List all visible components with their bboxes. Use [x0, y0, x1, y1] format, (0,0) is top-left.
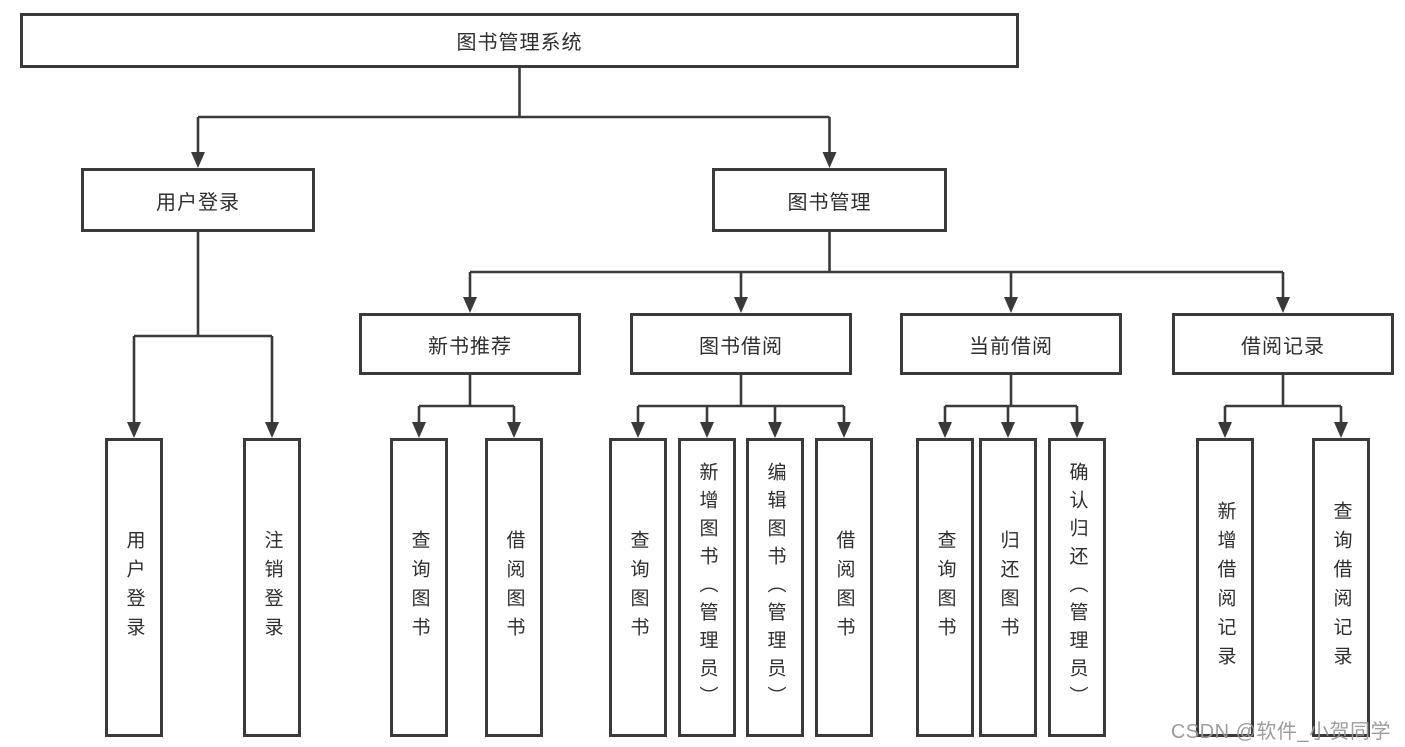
leaf-bb-edit-books-admin-label: 编辑图书（管理员）: [764, 461, 786, 714]
leaf-logout: 注销登录: [243, 438, 301, 737]
arrowhead: [1218, 422, 1232, 438]
arrowhead: [1004, 297, 1018, 313]
leaf-cb-return-books-label: 归还图书: [997, 529, 1019, 646]
arrowhead: [127, 422, 141, 438]
arrowhead: [507, 422, 521, 438]
leaf-cb-query-books-label: 查询图书: [934, 529, 956, 646]
leaf-logout-label: 注销登录: [261, 529, 283, 646]
leaf-bb-add-books-admin-label: 新增图书（管理员）: [696, 461, 718, 714]
arrowhead: [1276, 297, 1290, 313]
leaf-nbr-query-books-label: 查询图书: [408, 529, 430, 646]
leaf-bb-query-books-label: 查询图书: [627, 529, 649, 646]
arrowhead: [463, 297, 477, 313]
node-root: 图书管理系统: [20, 13, 1019, 68]
node-book-management: 图书管理: [712, 168, 947, 232]
arrowhead: [1001, 422, 1015, 438]
arrowhead: [1334, 422, 1348, 438]
node-new-book-recommend: 新书推荐: [359, 313, 581, 375]
arrowhead: [265, 422, 279, 438]
leaf-cb-confirm-return-admin-label: 确认归还（管理员）: [1066, 461, 1088, 714]
leaf-nbr-borrow-books-label: 借阅图书: [503, 529, 525, 646]
node-user-login: 用户登录: [81, 168, 315, 232]
leaf-user-login-label: 用户登录: [123, 529, 145, 646]
arrowhead: [822, 152, 837, 168]
leaf-br-add-record-label: 新增借阅记录: [1214, 500, 1236, 675]
leaf-cb-confirm-return-admin: 确认归还（管理员）: [1048, 438, 1106, 737]
arrowhead: [412, 422, 426, 438]
leaf-bb-add-books-admin: 新增图书（管理员）: [678, 438, 736, 737]
arrowhead: [700, 422, 714, 438]
arrowhead: [768, 422, 782, 438]
leaf-cb-query-books: 查询图书: [916, 438, 974, 737]
leaf-br-query-record: 查询借阅记录: [1312, 438, 1370, 737]
node-user-login-label: 用户登录: [156, 191, 240, 214]
leaf-nbr-query-books: 查询图书: [390, 438, 448, 737]
node-root-label: 图书管理系统: [456, 32, 583, 54]
leaf-user-login: 用户登录: [105, 438, 163, 737]
leaf-bb-borrow-books-label: 借阅图书: [833, 529, 855, 646]
arrowhead: [734, 297, 748, 313]
leaf-bb-query-books: 查询图书: [609, 438, 667, 737]
leaf-cb-return-books: 归还图书: [979, 438, 1037, 737]
arrowhead: [938, 422, 952, 438]
node-book-borrowing: 图书借阅: [630, 313, 852, 375]
node-current-borrowing: 当前借阅: [900, 313, 1122, 375]
arrowhead: [1070, 422, 1084, 438]
arrowhead: [837, 422, 851, 438]
leaf-bb-borrow-books: 借阅图书: [815, 438, 873, 737]
node-book-management-label: 图书管理: [787, 191, 872, 214]
leaf-nbr-borrow-books: 借阅图书: [485, 438, 543, 737]
arrowhead: [631, 422, 645, 438]
node-borrowing-records-label: 借阅记录: [1241, 335, 1325, 358]
watermark: CSDN @软件_小贺同学: [1170, 721, 1391, 743]
node-new-book-recommend-label: 新书推荐: [428, 335, 512, 358]
node-current-borrowing-label: 当前借阅: [969, 335, 1053, 358]
leaf-bb-edit-books-admin: 编辑图书（管理员）: [746, 438, 804, 737]
node-book-borrowing-label: 图书借阅: [699, 335, 783, 358]
arrowhead: [191, 152, 205, 168]
leaf-br-query-record-label: 查询借阅记录: [1330, 500, 1352, 675]
node-borrowing-records: 借阅记录: [1172, 313, 1394, 375]
leaf-br-add-record: 新增借阅记录: [1196, 438, 1254, 737]
